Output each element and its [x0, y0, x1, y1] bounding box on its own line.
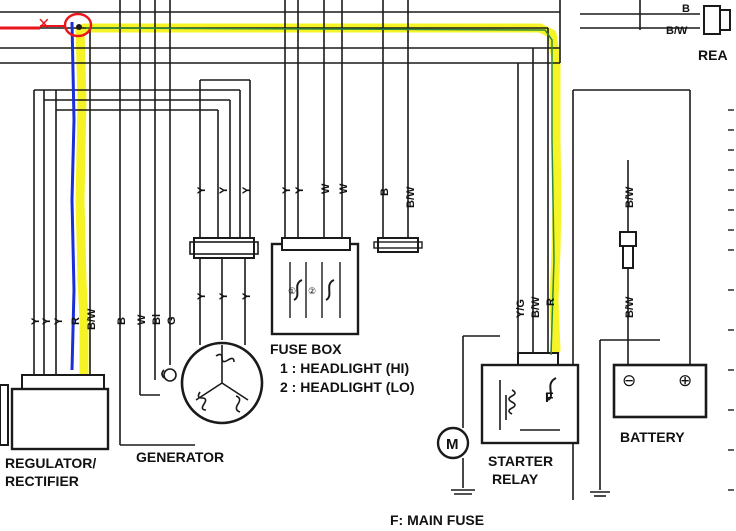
starter-motor: M — [436, 426, 470, 460]
gen-w-label: W — [136, 314, 148, 325]
gen-top-y2-label: Y — [218, 186, 230, 194]
red-annotation: × — [0, 12, 93, 38]
reg-y1-label: Y — [30, 317, 42, 325]
batt-bw-top-label: B/W — [624, 186, 636, 208]
fuse-box: ① ② — [270, 237, 360, 336]
battery-label: BATTERY — [620, 429, 685, 445]
reg-y3-label: Y — [53, 317, 65, 325]
conn-bw-label: B/W — [405, 186, 417, 208]
relay-r-label: R — [545, 298, 557, 306]
gen-y3-label: Y — [241, 292, 253, 300]
regulator-label-line2: RECTIFIER — [5, 473, 79, 489]
fuse-w2-label: W — [338, 183, 350, 194]
gen-b-label: B — [116, 317, 128, 325]
fuse-y1-label: Y — [281, 186, 293, 194]
gen-top-y1-label: Y — [196, 186, 208, 194]
bw-connector — [373, 237, 423, 253]
rear-label: REA — [698, 47, 728, 63]
batt-bw-bottom-label: B/W — [624, 296, 636, 318]
generator — [161, 341, 264, 425]
regulator-label: REGULATOR/ — [5, 455, 96, 471]
relay-yg-label: Y/G — [515, 299, 527, 318]
battery-neg-terminal: ⊖ — [622, 371, 636, 390]
blue-trace — [70, 21, 76, 371]
starter-relay-label: STARTER — [488, 453, 553, 469]
green-trace — [85, 27, 555, 356]
starter-relay-label-line2: RELAY — [492, 471, 539, 487]
motor-label: M — [446, 436, 459, 453]
red-cross-mark: × — [38, 13, 50, 35]
relay-bw-label: B/W — [530, 296, 542, 318]
battery-fuse — [619, 231, 637, 269]
right-edge-text — [728, 109, 734, 491]
gen-g-label: G — [166, 316, 178, 325]
rear-connector — [703, 5, 731, 35]
top-bw-label: B/W — [666, 25, 688, 37]
regulator-rectifier — [0, 374, 110, 451]
fuse-2-label: 2 : HEADLIGHT (LO) — [280, 379, 415, 395]
regulator-wires — [33, 28, 240, 378]
conn-b-label: B — [379, 188, 391, 196]
gen-y1-label: Y — [196, 292, 208, 300]
battery: ⊖ ⊕ — [612, 363, 708, 419]
fuse-1-mark: ① — [288, 286, 296, 296]
reg-bw-label: B/W — [86, 308, 98, 330]
wire-labels: Y Y Y R B/W B W Bl G Y Y Y Y Y Y Y Y W W… — [30, 183, 636, 330]
fuse-w1-label: W — [320, 183, 332, 194]
fuse-y2-label: Y — [294, 186, 306, 194]
fuse-2-mark: ② — [308, 286, 316, 296]
generator-connector — [193, 237, 255, 259]
battery-pos-terminal: ⊕ — [678, 371, 692, 390]
fuse-1-label: 1 : HEADLIGHT (HI) — [280, 360, 409, 376]
top-b-label: B — [682, 3, 690, 15]
reg-y2-label: Y — [41, 317, 53, 325]
reg-r-label: R — [70, 317, 82, 325]
gen-y2-label: Y — [218, 292, 230, 300]
generator-label: GENERATOR — [136, 449, 224, 465]
main-fuse-label: F: MAIN FUSE — [390, 512, 484, 528]
relay-fuse-label: F — [545, 389, 554, 405]
fusebox-wires — [284, 0, 409, 240]
starter-relay — [480, 352, 580, 445]
fuse-box-label: FUSE BOX — [270, 341, 342, 357]
generator-wires — [119, 0, 251, 446]
ground-symbols — [451, 489, 610, 497]
gen-bl-label: Bl — [151, 314, 163, 325]
gen-top-y3-label: Y — [241, 186, 253, 194]
